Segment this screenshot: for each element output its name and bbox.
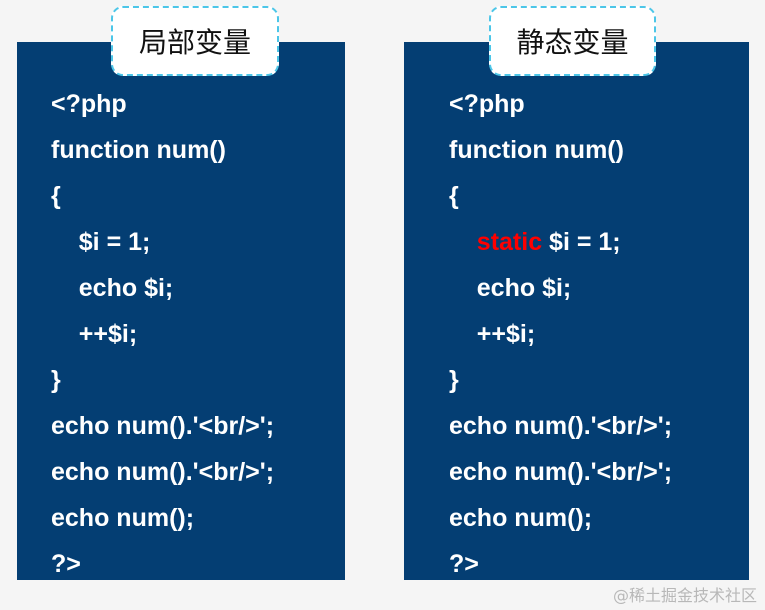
watermark: @稀土掘金技术社区: [612, 586, 757, 605]
code-line: }: [449, 366, 459, 394]
code-line: echo num().'<br/>';: [449, 458, 673, 486]
code-line: ?>: [449, 550, 479, 578]
code-line: ++$i;: [449, 320, 536, 348]
local-variable-title: 局部变量: [111, 6, 279, 76]
static-variable-title: 静态变量: [489, 6, 656, 76]
static-keyword: static: [476, 228, 543, 256]
code-line: function num(): [449, 136, 624, 164]
local-variable-code-panel: <?php function num() { $i = 1; echo $i; …: [17, 42, 345, 580]
static-variable-code-panel: <?php function num() { static $i = 1; ec…: [404, 42, 749, 580]
code-line: function num(): [51, 136, 226, 164]
code-line: echo $i;: [51, 274, 174, 302]
code-line: ++$i;: [51, 320, 138, 348]
code-line: echo num();: [449, 504, 593, 532]
code-line: {: [449, 182, 459, 210]
code-line: echo num().'<br/>';: [51, 458, 275, 486]
code-line: <?php: [449, 90, 525, 118]
code-line: echo $i;: [449, 274, 572, 302]
code-line: echo num().'<br/>';: [449, 412, 673, 440]
code-line: ?>: [51, 550, 81, 578]
code-line-static: static $i = 1;: [449, 227, 621, 257]
code-line: {: [51, 182, 61, 210]
code-line: $i = 1;: [51, 228, 151, 256]
code-line: }: [51, 366, 61, 394]
code-line: echo num().'<br/>';: [51, 412, 275, 440]
static-assignment: $i = 1;: [542, 228, 621, 256]
code-line: echo num();: [51, 504, 195, 532]
code-line: <?php: [51, 90, 127, 118]
code-indent: [449, 228, 477, 256]
